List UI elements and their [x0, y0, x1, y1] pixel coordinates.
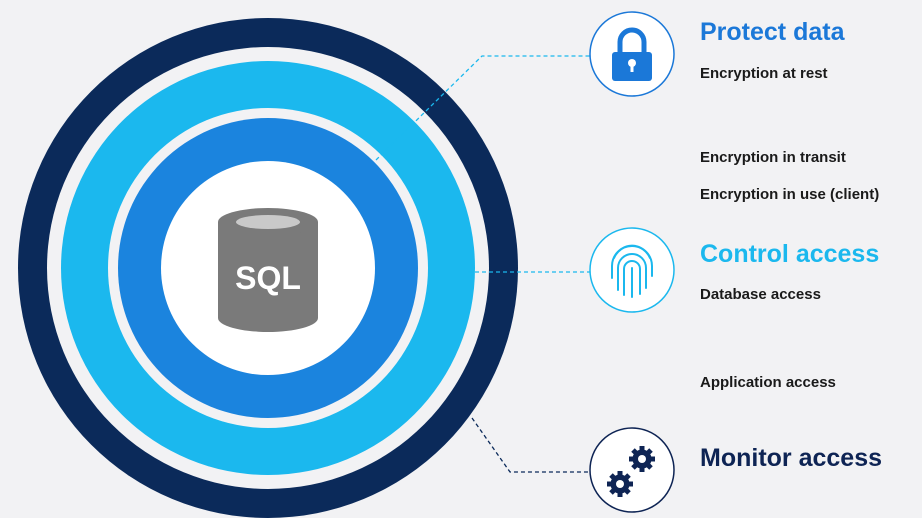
application-access-label: Application access — [700, 374, 836, 391]
monitor-access-heading: Monitor access — [700, 444, 883, 472]
monitor-icon-circle — [589, 427, 675, 513]
gears-icon — [607, 446, 655, 497]
database-access-label: Database access — [700, 286, 821, 303]
center-label: SQL — [235, 260, 301, 296]
encryption-in-use-label: Encryption in use (client) — [700, 186, 880, 203]
database-icon — [218, 208, 318, 332]
encryption-at-rest-label: Encryption at rest — [700, 65, 828, 82]
control-access-heading: Control access — [700, 240, 880, 268]
monitor-connector — [471, 417, 590, 473]
protect-connector — [375, 55, 590, 161]
lock-icon — [612, 27, 652, 81]
protect-data-heading: Protect data — [700, 18, 845, 46]
fingerprint-icon — [611, 244, 653, 298]
encryption-in-transit-label: Encryption in transit — [700, 149, 846, 166]
